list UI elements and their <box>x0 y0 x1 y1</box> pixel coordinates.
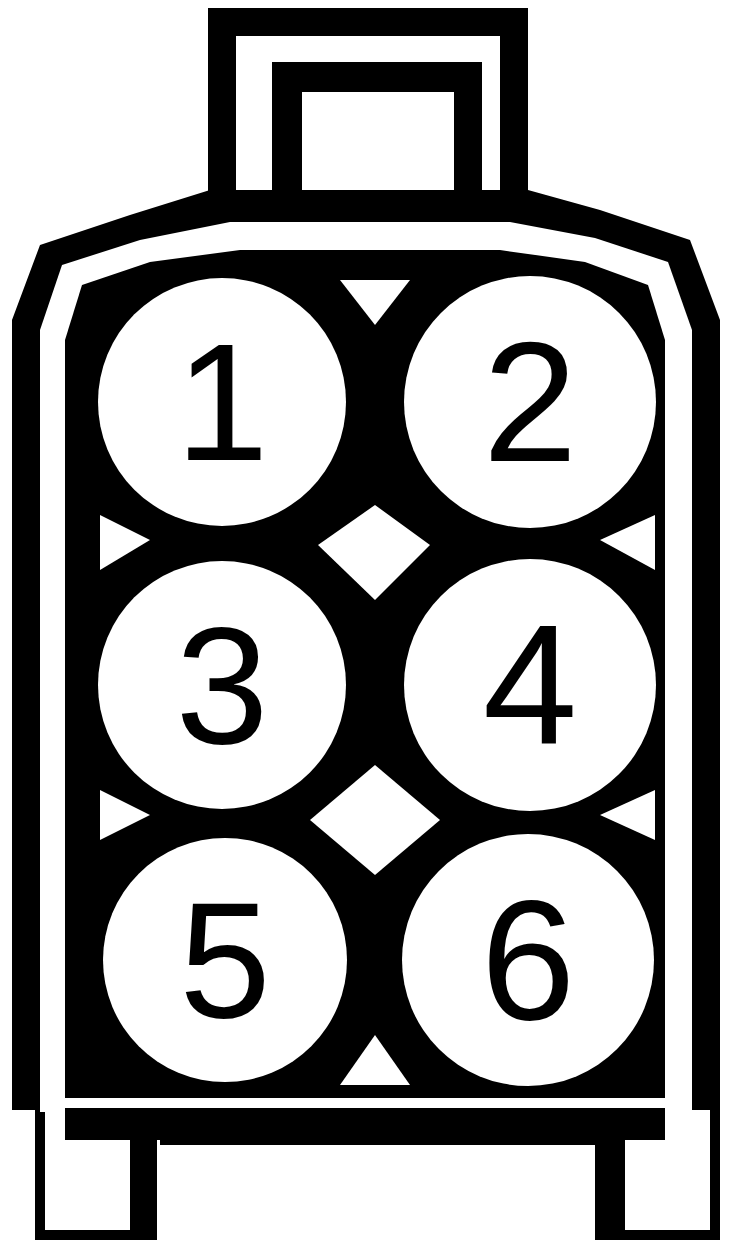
keyway-diamond <box>318 505 430 600</box>
keyway-triangle <box>100 515 150 570</box>
pin-number: 2 <box>483 317 578 487</box>
keyway-triangle <box>600 515 655 570</box>
latch-gap <box>236 36 500 208</box>
pin-number: 1 <box>175 318 268 485</box>
keyway-diamond <box>310 765 440 875</box>
keyway-triangle <box>340 280 410 325</box>
pin-cavity: 5 <box>103 838 347 1082</box>
cavity-field <box>65 250 665 1100</box>
keyway-triangle <box>340 1035 410 1085</box>
latch-window <box>302 92 454 190</box>
housing-gap <box>40 222 692 1100</box>
pin-cavity: 6 <box>402 834 654 1086</box>
latch-band <box>272 62 482 208</box>
pin-cavity: 1 <box>98 278 346 526</box>
pin-number: 6 <box>481 875 576 1045</box>
pin-cavity: 3 <box>98 561 346 809</box>
pin-cavity: 4 <box>404 559 656 811</box>
pin-number: 3 <box>175 601 268 768</box>
housing-outline <box>12 190 720 1145</box>
latch-outer <box>208 8 528 208</box>
housing-bottom-band <box>65 1108 665 1140</box>
pin-number: 4 <box>483 600 578 770</box>
keyway-triangle <box>100 790 150 840</box>
pin-cavity: 2 <box>404 276 656 528</box>
pin-number: 5 <box>179 878 271 1043</box>
keyway-triangle <box>600 790 655 840</box>
